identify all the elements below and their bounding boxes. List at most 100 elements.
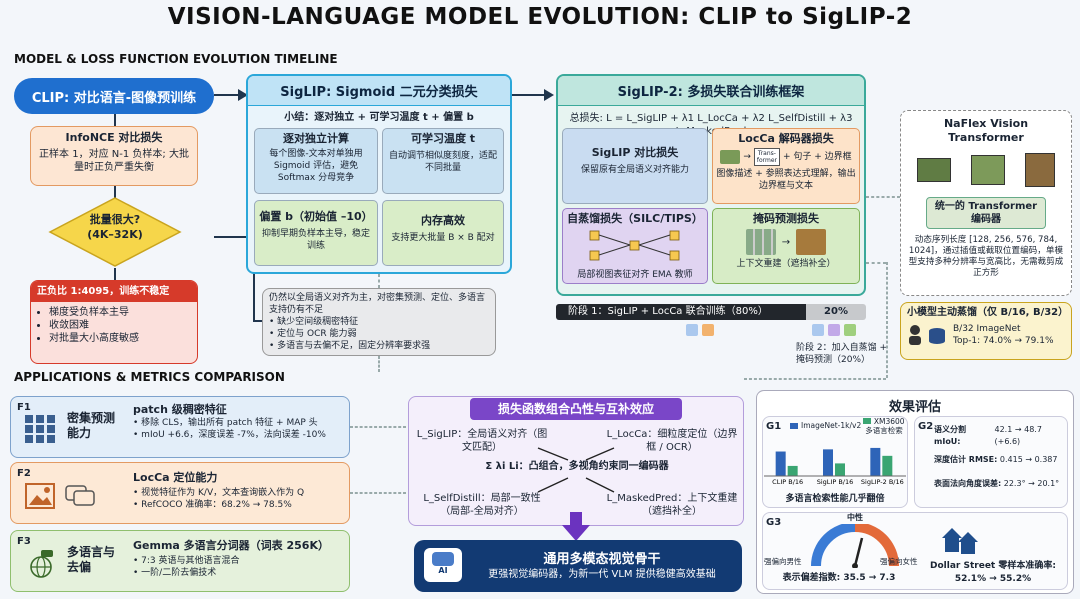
connector xyxy=(114,114,116,126)
result-title: 通用多模态视觉骨干 xyxy=(543,552,661,567)
siglip2-card-selfdistill: 自蒸馏损失（SILC/TIPS） 局部视图表征对齐 EMA 教师 xyxy=(562,208,708,284)
dashed-connector xyxy=(378,274,380,288)
app-title: Gemma 多语言分词器（词表 256K） xyxy=(133,539,329,552)
app-bullet-text: 一阶/二阶去偏技术 xyxy=(141,568,217,578)
app-name: 多语言与去偏 xyxy=(67,545,116,574)
g2-row: 表面法向角度误差: 22.3° → 20.1° xyxy=(934,472,1066,496)
card-title: 可学习温度 t xyxy=(410,132,476,145)
limit-text: 多语言与去偏不足，固定分辨率要求强 xyxy=(277,341,431,351)
g3-id: G3 xyxy=(766,517,782,528)
category-label: SigLIP-2 B/16 xyxy=(861,478,904,486)
arrow-siglip-siglip2 xyxy=(512,94,548,96)
dashed-connector xyxy=(378,356,380,372)
naflex-desc: 动态序列长度 [128, 256, 576, 784, 1024]，通过插值或截… xyxy=(908,235,1064,278)
synergy-selfdistill: L_SelfDistill：局部一致性（局部-全局对齐） xyxy=(423,493,541,517)
arrow-decision xyxy=(253,236,255,320)
stage1-label: 阶段 1：SigLIP + LocCa 联合训练（80%） xyxy=(568,306,768,317)
g2-rows: 语义分割 mIoU: 42.1 → 48.7 (+6.6) 深度估计 RMSE:… xyxy=(934,424,1066,496)
arrow-head-icon xyxy=(544,89,554,101)
synergy-center: Σ λi Li：凸组合，多视角约束同一编码器 xyxy=(485,461,669,472)
arrow-clip-siglip xyxy=(214,94,244,96)
naflex-title: NaFlex Vision Transformer xyxy=(943,117,1029,144)
down-arrow-icon xyxy=(562,512,590,541)
siglip-summary: 小结：逐对独立 + 可学习温度 t + 偏置 b xyxy=(284,112,474,123)
app-id: F3 xyxy=(17,536,31,547)
app-bullet: • 一阶/二阶去偏技术 xyxy=(133,568,217,578)
eval-g3 xyxy=(762,512,1068,590)
synergy-siglip: L_SigLIP：全局语义对齐（图文匹配） xyxy=(416,429,548,453)
naflex-encoder: 统一的 Transformer 编码器 xyxy=(926,197,1046,229)
naflex-box: NaFlex Vision Transformer 统一的 Transforme… xyxy=(900,110,1072,296)
distill-top1: Top-1: 74.0% → 79.1% xyxy=(953,336,1054,346)
limit-item: • 定位与 OCR 能力弱 xyxy=(269,329,357,339)
synergy-arrows xyxy=(537,447,615,493)
connector xyxy=(114,186,116,198)
siglip-card-memory: 内存高效 支持更大批量 B × B 配对 xyxy=(382,200,504,266)
g2-label: 表面法向角度误差: xyxy=(934,479,1002,488)
app-name: LocCa 定位能力 xyxy=(133,471,218,484)
decision-diamond xyxy=(48,197,182,267)
app-bullet-text: 7:3 英语与其他语言混合 xyxy=(141,556,240,566)
category-label: CLIP B/16 xyxy=(772,478,803,486)
limit-text: 定位与 OCR 能力弱 xyxy=(277,329,357,339)
synergy-title: 损失函数组合凸性与互补效应 xyxy=(470,398,682,420)
card-desc: 抑制早期负样本主导，稳定训练 xyxy=(261,229,370,251)
siglip2-card-contrastive: SigLIP 对比损失 保留原有全局语义对齐能力 xyxy=(562,128,708,204)
robot-icon: AI xyxy=(424,548,462,582)
card-title: 掩码预测损失 xyxy=(753,212,819,225)
siglip-header: SigLIP: Sigmoid 二元分类损失 xyxy=(248,76,510,106)
stage1-icons xyxy=(686,324,714,336)
gauge-right-label: 强偏向女性 xyxy=(880,557,918,566)
chat-icon xyxy=(65,485,95,506)
problem-item: 梯度受负样本主导 xyxy=(49,306,191,319)
grid-icon xyxy=(25,415,55,443)
ai-label: AI xyxy=(438,566,448,575)
page-title: VISION-LANGUAGE MODEL EVOLUTION: CLIP to… xyxy=(167,4,913,30)
transformer-chip: Trans-former xyxy=(753,148,780,166)
g1-bar-chart: CLIP B/16 SigLIP B/16 SigLIP-2 B/16 xyxy=(764,447,906,486)
g2-id: G2 xyxy=(918,421,934,432)
legend-swatch xyxy=(863,418,872,424)
siglip-limits-box: 仍然以全局语义对齐为主，对密集预测、定位、多语言支持仍有不足 • 缺少空间级稠密… xyxy=(262,288,496,356)
category-label: SigLIP B/16 xyxy=(817,478,854,486)
result-banner: AI 通用多模态视觉骨干 更强视觉编码器，为新一代 VLM 提供稳健高效基础 xyxy=(414,540,742,592)
g2-row: 深度估计 RMSE: 0.415 → 0.387 xyxy=(934,448,1066,472)
g3-caption: 表示偏差指数: 35.5 → 7.3 xyxy=(782,573,896,583)
siglip2-card-locca: LocCa 解码器损失 → Trans-former + 句子 + 边界框 图像… xyxy=(712,128,860,204)
arrow-head-icon xyxy=(238,89,248,101)
app-bullet-text: 视觉特征作为 K/V，文本查询嵌入作为 Q xyxy=(141,488,305,498)
teacher-student-icon xyxy=(909,325,945,345)
app-id: F2 xyxy=(17,468,31,479)
bar-2-0 xyxy=(870,447,881,476)
decision-range: (4K–32K) xyxy=(87,228,143,241)
contrastive-icon xyxy=(812,324,824,336)
card-title: 内存高效 xyxy=(421,214,465,227)
arrow-decision xyxy=(253,320,263,322)
image-thumbnail xyxy=(720,150,741,164)
siglip-card-bias: 偏置 b（初始值 –10） 抑制早期负样本主导，稳定训练 xyxy=(254,200,378,266)
g1-legend: ImageNet-1k/v2 xyxy=(790,420,861,432)
ratio-box: 正负比 1:4095，训练不稳定 梯度受负样本主导 收敛困难 对批量大小高度敏感 xyxy=(30,280,198,364)
evaluation-title: 效果评估 xyxy=(888,400,941,415)
masked-image-thumbnail xyxy=(745,229,776,255)
app-bullet-text: mIoU +6.6，深度误差 -7%，法向误差 -10% xyxy=(141,430,326,440)
cube-network-icon xyxy=(589,230,680,261)
selfdistill-icon xyxy=(828,324,840,336)
bar-0-1 xyxy=(787,465,798,476)
arrow-decision xyxy=(214,236,254,238)
clip-label: CLIP: 对比语言-图像预训练 xyxy=(31,90,197,106)
app-name: 密集预测能力 xyxy=(67,411,116,440)
houses-icon xyxy=(942,528,978,554)
clip-node[interactable]: CLIP: 对比语言-图像预训练 xyxy=(14,78,214,114)
bar-1-1 xyxy=(835,463,845,476)
app-bullet-text: RefCOCO 准确率：68.2% → 78.5% xyxy=(141,500,292,510)
problem-item: 收敛困难 xyxy=(49,319,191,332)
siglip2-header: SigLIP-2: 多损失联合训练框架 xyxy=(558,76,864,106)
applications-section-title: APPLICATIONS & METRICS COMPARISON xyxy=(14,370,285,384)
app-bullet-text: 移除 CLS，输出所有 patch 特征 + MAP 头 xyxy=(141,418,318,428)
synergy-masked: L_MaskedPred：上下文重建（遮挡补全） xyxy=(606,493,738,517)
distill-title: 小模型主动蒸馏（仅 B/16, B/32） xyxy=(907,307,1069,318)
card-title: 自蒸馏损失（SILC/TIPS） xyxy=(567,212,703,225)
legend-label: ImageNet-1k/v2 xyxy=(801,421,862,430)
distill-model: B/32 ImageNet xyxy=(953,324,1021,334)
